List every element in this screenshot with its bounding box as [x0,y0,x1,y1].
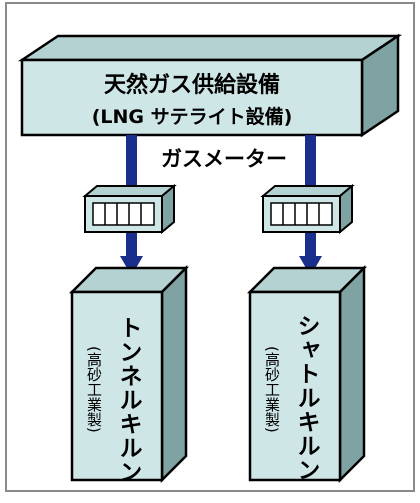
arrow-left [120,256,143,276]
pipe-left-lower [126,232,137,260]
tunnel-kiln-name: トンネルキルン [115,316,142,484]
supply-box-top [17,34,403,62]
tunnel-kiln: トンネルキルン (高砂工業製) [68,264,190,484]
gas-pipes [120,135,322,276]
tunnel-kiln-maker: (高砂工業製) [85,346,103,433]
shuttle-kiln: シャトルキルン (高砂工業製) [246,264,368,484]
gas-meter-label: ガスメーター [161,147,287,171]
arrow-right [299,256,322,276]
shuttle-kiln-maker: (高砂工業製) [263,346,281,433]
supply-equipment-box: 天然ガス供給設備 (LNG サテライト設備) [17,33,403,138]
gas-meter-right [260,183,355,235]
supply-box-front [20,58,364,137]
gas-meter-left [82,183,177,235]
supply-box-subtitle: (LNG サテライト設備) [92,105,293,128]
pipe-left-upper [126,135,137,190]
shuttle-kiln-name: シャトルキルン [293,314,320,482]
pipe-right-lower [305,232,316,260]
pipe-right-upper [305,135,316,190]
supply-box-title: 天然ガス供給設備 [104,72,280,98]
